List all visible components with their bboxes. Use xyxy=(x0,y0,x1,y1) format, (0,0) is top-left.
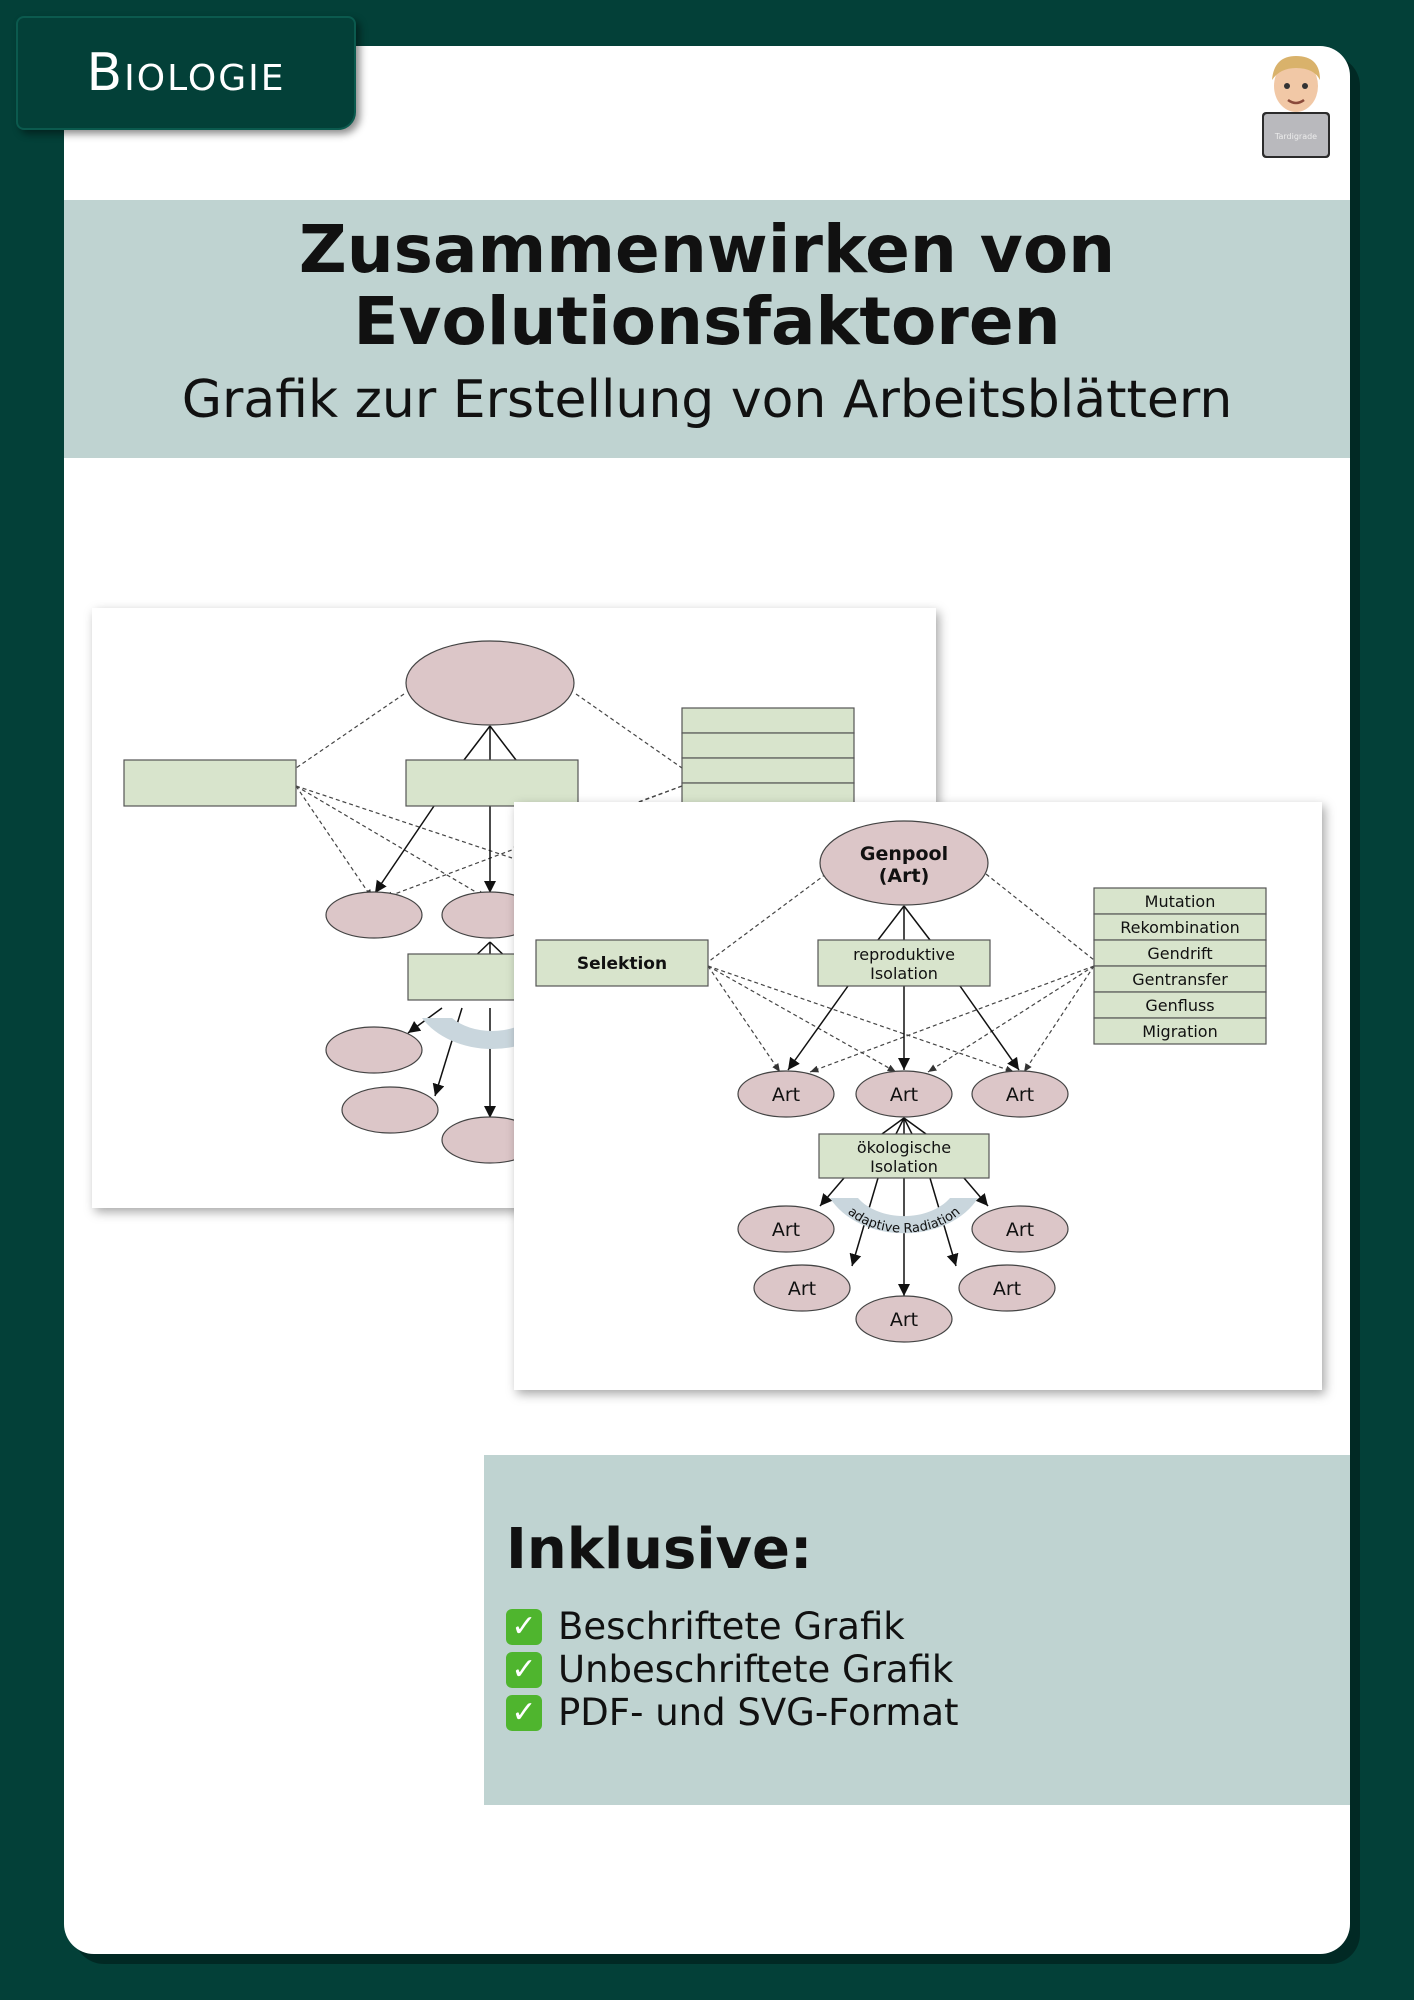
inclusive-item-label: Unbeschriftete Grafik xyxy=(558,1648,954,1691)
selektion-label: Selektion xyxy=(577,954,667,974)
svg-text:Art: Art xyxy=(890,1084,918,1106)
inclusive-band: Inklusive: ✓ Beschriftete Grafik ✓ Unbesch… xyxy=(484,1455,1350,1805)
genpool-label-2: (Art) xyxy=(879,865,930,887)
adaptive-radiation-arc xyxy=(830,1198,978,1234)
ecological-isolation-node: ökologische Isolation xyxy=(818,1133,990,1179)
species-node: Art xyxy=(958,1264,1056,1312)
inclusive-title: Inklusive: xyxy=(506,1517,813,1582)
oeko-label-1: ökologische xyxy=(857,1138,951,1157)
inclusive-item-label: PDF- und SVG-Format xyxy=(558,1691,959,1734)
species-node: Art xyxy=(855,1070,953,1118)
title-line-1: Zusammenwirken von xyxy=(298,211,1116,288)
factor-gentransfer: Gentransfer xyxy=(1132,970,1228,989)
species-node: Art xyxy=(737,1070,835,1118)
species-node: Art xyxy=(737,1205,835,1253)
svg-text:Art: Art xyxy=(772,1219,800,1241)
subject-label: Biologie xyxy=(86,43,286,103)
factor-list: Mutation Rekombination Gendrift Gentrans… xyxy=(1093,887,1267,1045)
inclusive-list: ✓ Beschriftete Grafik ✓ Unbeschriftete Gra… xyxy=(506,1605,959,1734)
species-node: Art xyxy=(855,1295,953,1343)
subject-tab: Biologie xyxy=(16,16,356,130)
title-band: Zusammenwirken von Evolutionsfaktoren Gr… xyxy=(64,200,1350,458)
svg-text:Art: Art xyxy=(890,1309,918,1331)
author-avatar: Tardigrade xyxy=(1256,50,1336,160)
species-node: Art xyxy=(971,1070,1069,1118)
factor-rekombination: Rekombination xyxy=(1120,918,1240,937)
checkmark-icon: ✓ xyxy=(506,1694,542,1731)
page-subtitle: Grafik zur Erstellung von Arbeitsblätter… xyxy=(181,370,1233,430)
avatar-icon: Tardigrade xyxy=(1262,56,1330,158)
list-item: ✓ Unbeschriftete Grafik xyxy=(506,1648,959,1691)
genpool-label-1: Genpool xyxy=(860,843,948,865)
species-node: Art xyxy=(753,1264,851,1312)
svg-text:Art: Art xyxy=(772,1084,800,1106)
list-item: ✓ PDF- und SVG-Format xyxy=(506,1691,959,1734)
factor-mutation: Mutation xyxy=(1145,892,1216,911)
svg-text:Art: Art xyxy=(1006,1084,1034,1106)
list-item: ✓ Beschriftete Grafik xyxy=(506,1605,959,1648)
factor-migration: Migration xyxy=(1142,1022,1217,1041)
oeko-label-2: Isolation xyxy=(870,1157,938,1176)
title-line-2: Evolutionsfaktoren xyxy=(353,283,1061,360)
selektion-node: Selektion xyxy=(535,939,709,987)
genpool-node: Genpool (Art) xyxy=(819,820,989,906)
svg-text:Art: Art xyxy=(788,1278,816,1300)
species-node: Art xyxy=(971,1205,1069,1253)
dashed-influence-lines xyxy=(707,873,1095,1073)
svg-text:Art: Art xyxy=(1006,1219,1034,1241)
avatar-laptop-label: Tardigrade xyxy=(1274,132,1317,141)
inclusive-item-label: Beschriftete Grafik xyxy=(558,1605,905,1648)
labeled-diagram: adaptive Radiation Genpool (Art) Selekti… xyxy=(535,820,1267,1343)
svg-text:Art: Art xyxy=(993,1278,1021,1300)
checkmark-icon: ✓ xyxy=(506,1651,542,1688)
labeled-diagram-sheet: adaptive Radiation Genpool (Art) Selekti… xyxy=(514,802,1322,1390)
factor-gendrift: Gendrift xyxy=(1147,944,1212,963)
page-title: Zusammenwirken von Evolutionsfaktoren xyxy=(64,200,1350,358)
repro-label-2: Isolation xyxy=(870,964,938,983)
factor-genfluss: Genfluss xyxy=(1145,996,1214,1015)
reproductive-isolation-node: reproduktive Isolation xyxy=(817,939,991,987)
repro-label-1: reproduktive xyxy=(853,945,955,964)
checkmark-icon: ✓ xyxy=(506,1608,542,1645)
